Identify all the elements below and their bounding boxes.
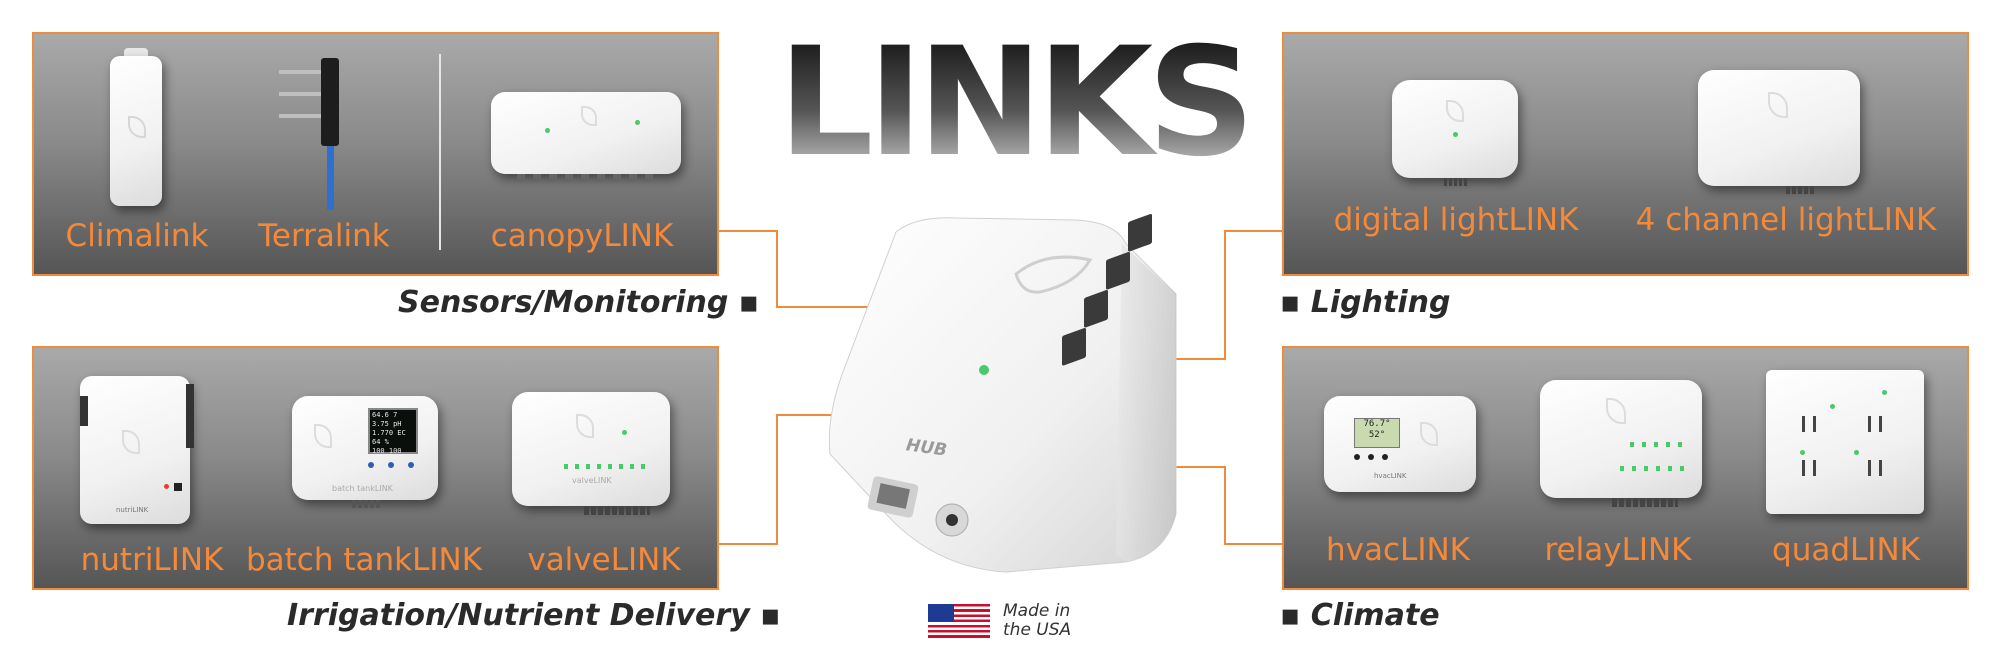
climate-panel: 76.7° 52° hvacLINK hvacLINK relayLINK qu… [1282, 346, 1969, 590]
leaf-icon [314, 424, 332, 448]
panel-divider [439, 54, 441, 250]
digital-lightlink-device [1392, 80, 1520, 190]
page-title: LINKS [778, 16, 1255, 190]
outlet-icon [1868, 416, 1882, 432]
valvelink-device: valveLINK [512, 392, 672, 520]
batchtank-brand: batch tankLINK [332, 484, 393, 493]
connector-sensors-h2 [776, 306, 906, 308]
connector-irrigation-v [776, 414, 778, 545]
batch-tank-screen: 64.6 7 3.75 pH 1.770 EC 64 % 100 100 [368, 408, 418, 455]
outlet-icon [1802, 416, 1816, 432]
outlet-icon [1868, 460, 1882, 476]
connector-climate-h1 [1224, 543, 1282, 545]
product-label-canopylink: canopyLINK [490, 218, 674, 254]
product-label-hvaclink: hvacLINK [1326, 532, 1470, 568]
made-in-usa-text: Made in the USA [1003, 601, 1072, 640]
hub-shape [828, 214, 1177, 573]
product-label-4ch-lightlink: 4 channel lightLINK [1635, 202, 1937, 238]
lighting-panel: digital lightLINK 4 channel lightLINK [1282, 32, 1969, 276]
leaf-icon [122, 430, 140, 454]
leaf-icon [1768, 92, 1788, 118]
nutrilink-brand: nutriLINK [116, 506, 149, 514]
connector-irrigation-h1 [719, 543, 777, 545]
batchtanklink-device: 64.6 7 3.75 pH 1.770 EC 64 % 100 100 bat… [292, 396, 438, 516]
sensors-panel: Climalink Terralink canopyLINK [32, 32, 719, 276]
leaf-icon [128, 116, 146, 138]
connector-sensors-v [776, 230, 778, 308]
leaf-icon [1446, 100, 1464, 122]
product-label-relaylink: relayLINK [1544, 532, 1692, 568]
nutrilink-device: nutriLINK [80, 376, 194, 526]
quadlink-device [1766, 370, 1926, 522]
leaf-icon [1606, 398, 1626, 424]
connector-irrigation-h2 [776, 414, 836, 416]
connector-lighting-h2 [1134, 358, 1226, 360]
hvac-screen: 76.7° 52° [1354, 418, 1400, 448]
connector-lighting-v [1224, 230, 1226, 360]
leaf-icon [581, 106, 597, 126]
category-label-sensors: Sensors/Monitoring ▪ [398, 285, 760, 320]
irrigation-panel: nutriLINK nutriLINK 64.6 7 3.75 pH 1.770… [32, 346, 719, 590]
product-label-valvelink: valveLINK [527, 542, 681, 578]
connector-sensors-h1 [719, 230, 777, 232]
leaf-icon [1420, 422, 1438, 446]
category-label-climate: ▪ Climate [1280, 598, 1440, 633]
connector-lighting-h1 [1224, 230, 1282, 232]
product-label-terralink: Terralink [258, 218, 390, 254]
product-label-digital-lightlink: digital lightLINK [1333, 202, 1579, 238]
product-label-climalink: Climalink [65, 218, 209, 254]
hvaclink-device: 76.7° 52° hvacLINK [1324, 396, 1478, 496]
category-label-irrigation: Irrigation/Nutrient Delivery ▪ [287, 598, 781, 633]
us-flag-icon [928, 604, 990, 638]
category-label-lighting: ▪ Lighting [1280, 285, 1451, 320]
product-label-nutrilink: nutriLINK [80, 542, 224, 578]
hub-device: HUB [826, 214, 1180, 574]
climalink-device [110, 48, 162, 208]
outlet-icon [1802, 460, 1816, 476]
4ch-lightlink-device [1698, 70, 1862, 198]
product-label-batchtanklink: batch tankLINK [245, 542, 483, 578]
hvaclink-brand: hvacLINK [1374, 472, 1407, 480]
canopylink-device [491, 92, 681, 188]
product-label-quadlink: quadLINK [1772, 532, 1920, 568]
leaf-icon [576, 414, 594, 438]
valvelink-brand: valveLINK [572, 476, 612, 485]
relaylink-device [1540, 380, 1704, 512]
connector-climate-v [1224, 466, 1226, 545]
terralink-device [279, 52, 349, 212]
